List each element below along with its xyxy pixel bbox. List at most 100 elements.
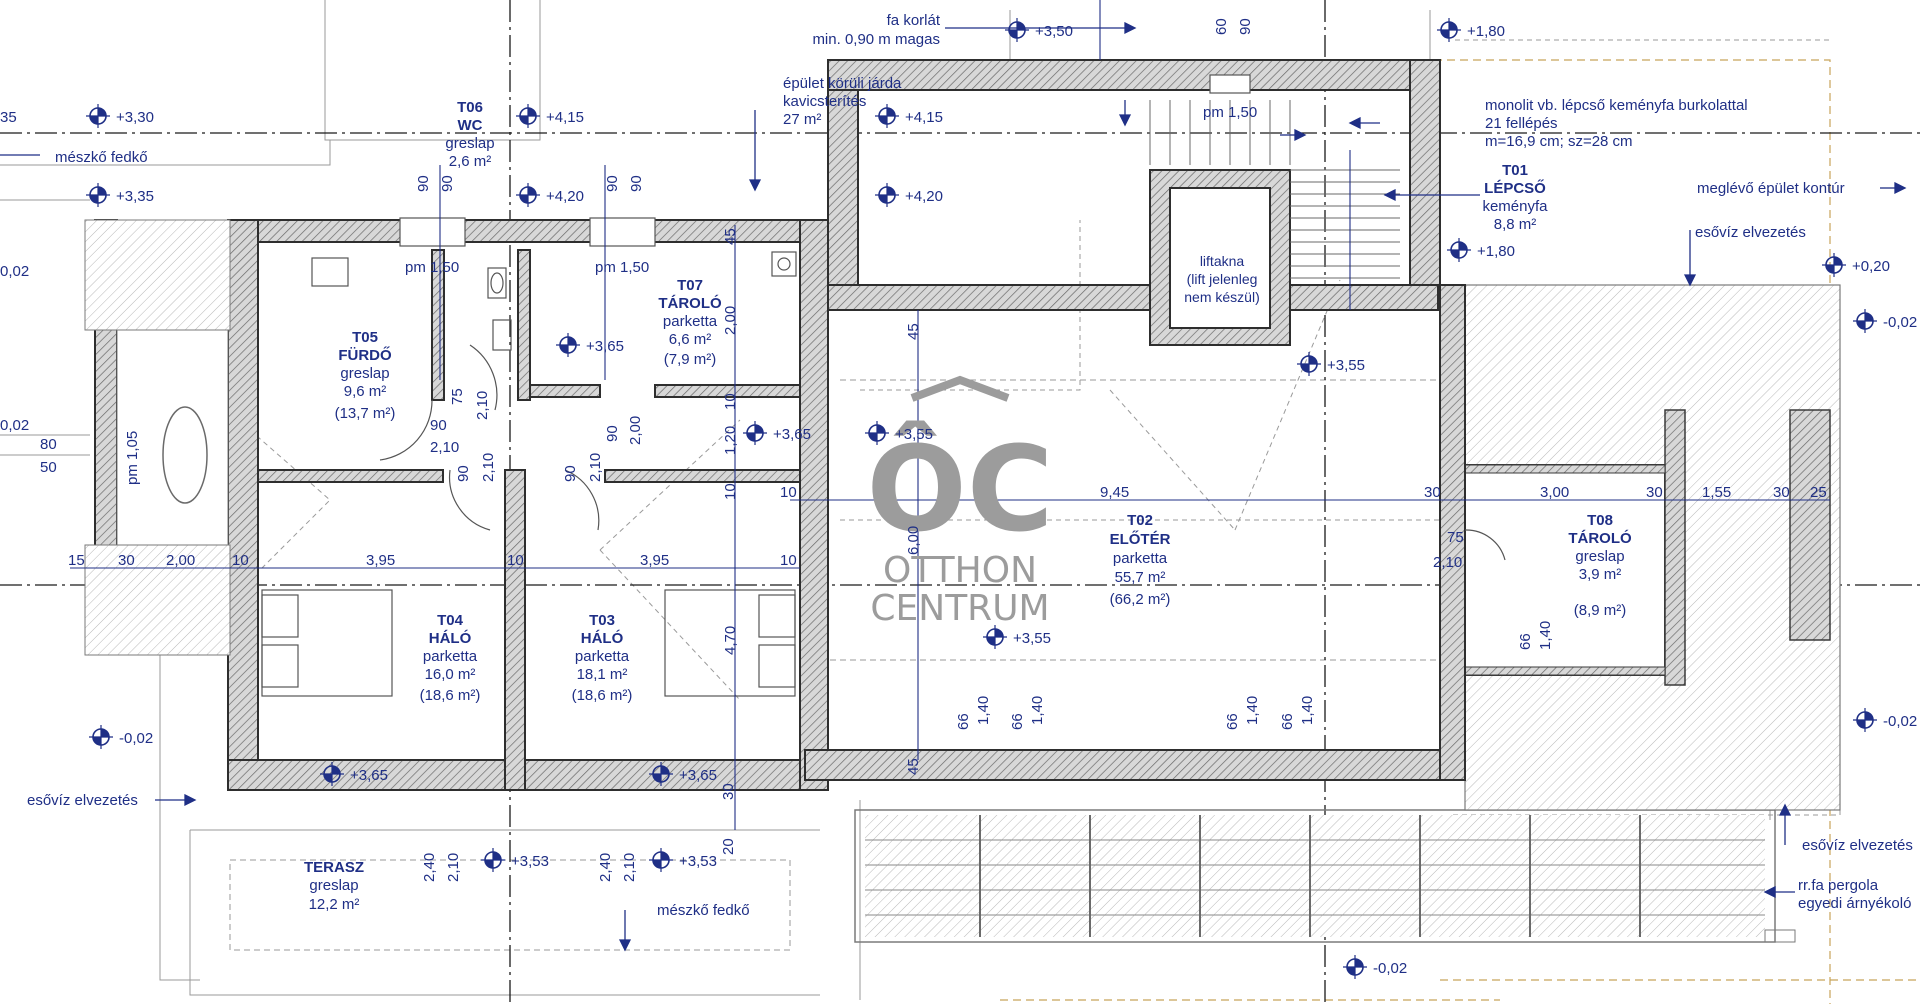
room-T05: T05 FÜRDŐ greslap 9,6 m² (13,7 m²) [335, 329, 396, 422]
dimension-label: 1,40 [1537, 621, 1554, 650]
room-T05-area: 9,6 m² [344, 383, 387, 400]
walls [94, 59, 1466, 791]
level-value: +0,20 [1852, 258, 1890, 275]
room-T03-id: T03 [589, 612, 615, 629]
room-T02-material: parketta [1113, 550, 1168, 567]
dimension-label: 9,45 [1100, 484, 1129, 501]
dimension-label: 66 [1517, 633, 1534, 650]
room-T07-name: TÁROLÓ [658, 294, 722, 312]
room-T04-material: parketta [423, 648, 478, 665]
dimension-label: 2,40 [597, 853, 614, 882]
dimension-label: 90 [455, 465, 472, 482]
dimension-label: pm 1,05 [124, 431, 141, 485]
note-kavics: kavicsterítés [783, 93, 866, 110]
level-value: +1,80 [1467, 23, 1505, 40]
level-value: +4,15 [905, 109, 943, 126]
level-value: -0,02 [1883, 713, 1917, 730]
dimension-label: 3,95 [366, 552, 395, 569]
bathtub [162, 406, 208, 504]
dimension-label: 66 [1279, 713, 1296, 730]
room-T07-material: parketta [663, 313, 718, 330]
pergola [854, 809, 1796, 943]
dimension-label: 66 [1224, 713, 1241, 730]
room-T04: T04 HÁLÓ parketta 16,0 m² (18,6 m²) [420, 612, 481, 704]
dimension-label: 1,55 [1702, 484, 1731, 501]
dimension-label: 1,20 [722, 426, 739, 455]
room-T07: T07 TÁROLÓ parketta 6,6 m² (7,9 m²) [658, 277, 722, 368]
right-deck [1464, 284, 1841, 811]
room-T06-id: T06 [457, 99, 483, 116]
dimension-label: 90 [628, 175, 645, 192]
room-T08-material: greslap [1575, 548, 1624, 565]
level-value: +3,65 [586, 338, 624, 355]
dimension-label: 30 [1646, 484, 1663, 501]
note-lepcso-2: 21 fellépés [1485, 115, 1558, 132]
dimension-label: 66 [1009, 713, 1026, 730]
note-liftakna-2: (lift jelenleg [1187, 271, 1258, 287]
room-T07-area-gross: (7,9 m²) [664, 351, 717, 368]
room-T02: T02 ELŐTÉR parketta 55,7 m² (66,2 m²) [1110, 512, 1171, 608]
room-T04-area: 16,0 m² [425, 666, 476, 683]
dimension-label: pm 1,50 [1203, 104, 1257, 121]
note-esoviz-left: esővíz elvezetés [27, 792, 138, 809]
dimension-label: 1,40 [975, 696, 992, 725]
room-T03-material: parketta [575, 648, 630, 665]
room-T08: T08 TÁROLÓ greslap 3,9 m² (8,9 m²) [1568, 512, 1632, 619]
dimension-label: 10 [232, 552, 249, 569]
level-value: -0,02 [1883, 314, 1917, 331]
dimension-label: 1,40 [1029, 696, 1046, 725]
dimension-label: 30 [1773, 484, 1790, 501]
room-T04-id: T04 [437, 612, 464, 629]
note-pergola-1: rr.fa pergola [1798, 877, 1879, 894]
dimension-label: 45 [905, 323, 922, 340]
lift-shaft [1169, 187, 1271, 329]
level-value: -0,02 [1373, 960, 1407, 977]
dimension-label: 2,40 [421, 853, 438, 882]
level-value: +3,65 [679, 767, 717, 784]
note-pergola-2: egyedi árnyékoló [1798, 895, 1911, 912]
dimension-label: 2,10 [1433, 554, 1462, 571]
level-value: +3,65 [773, 426, 811, 443]
dimension-label: pm 1,50 [595, 259, 649, 276]
dimension-label: 10 [507, 552, 524, 569]
room-terasz-name: TERASZ [304, 859, 364, 876]
room-T01: T01 LÉPCSŐ keményfa 8,8 m² [1482, 162, 1548, 233]
level-value: +3,55 [895, 426, 933, 443]
room-T06-name: WC [458, 117, 483, 134]
dimension-label: 1,40 [1244, 696, 1261, 725]
note-esoviz-right: esővíz elvezetés [1802, 837, 1913, 854]
level-value: +3,30 [116, 109, 154, 126]
dimension-label: 25 [1810, 484, 1827, 501]
dimension-label: 30 [720, 783, 737, 800]
room-terasz-material: greslap [309, 877, 358, 894]
room-T02-id: T02 [1127, 512, 1153, 529]
level-value: +1,80 [1477, 243, 1515, 260]
dimension-label: 20 [720, 838, 737, 855]
watermark-line1: ÔC [867, 420, 1054, 558]
room-T08-name: TÁROLÓ [1568, 529, 1632, 547]
level-value: +3,53 [511, 853, 549, 870]
dimension-label: 2,00 [722, 306, 739, 335]
level-value: -0,02 [119, 730, 153, 747]
dimension-label: 0,02 [0, 263, 29, 280]
dimension-label: 2,10 [587, 453, 604, 482]
fixtures [261, 251, 797, 697]
room-T05-material: greslap [340, 365, 389, 382]
dimension-label: 90 [1237, 18, 1254, 35]
note-lepcso-1: monolit vb. lépcső keményfa burkolattal [1485, 97, 1748, 114]
room-terasz-area: 12,2 m² [309, 896, 360, 913]
level-value: +3,55 [1327, 357, 1365, 374]
level-value: +3,55 [1013, 630, 1051, 647]
dimension-lines [70, 0, 1830, 830]
room-T06-material: greslap [445, 135, 494, 152]
room-T08-area: 3,9 m² [1579, 566, 1622, 583]
note-meglevo: meglévő épület kontúr [1697, 180, 1845, 197]
note-jarda: épület körüli járda [783, 75, 902, 92]
level-value: +4,20 [546, 188, 584, 205]
note-liftakna-1: liftakna [1200, 253, 1245, 269]
level-value: +4,20 [905, 188, 943, 205]
dimension-label: 10 [722, 393, 739, 410]
room-T02-area-gross: (66,2 m²) [1110, 591, 1171, 608]
room-T04-name: HÁLÓ [429, 629, 472, 647]
dimension-label: 2,10 [430, 439, 459, 456]
